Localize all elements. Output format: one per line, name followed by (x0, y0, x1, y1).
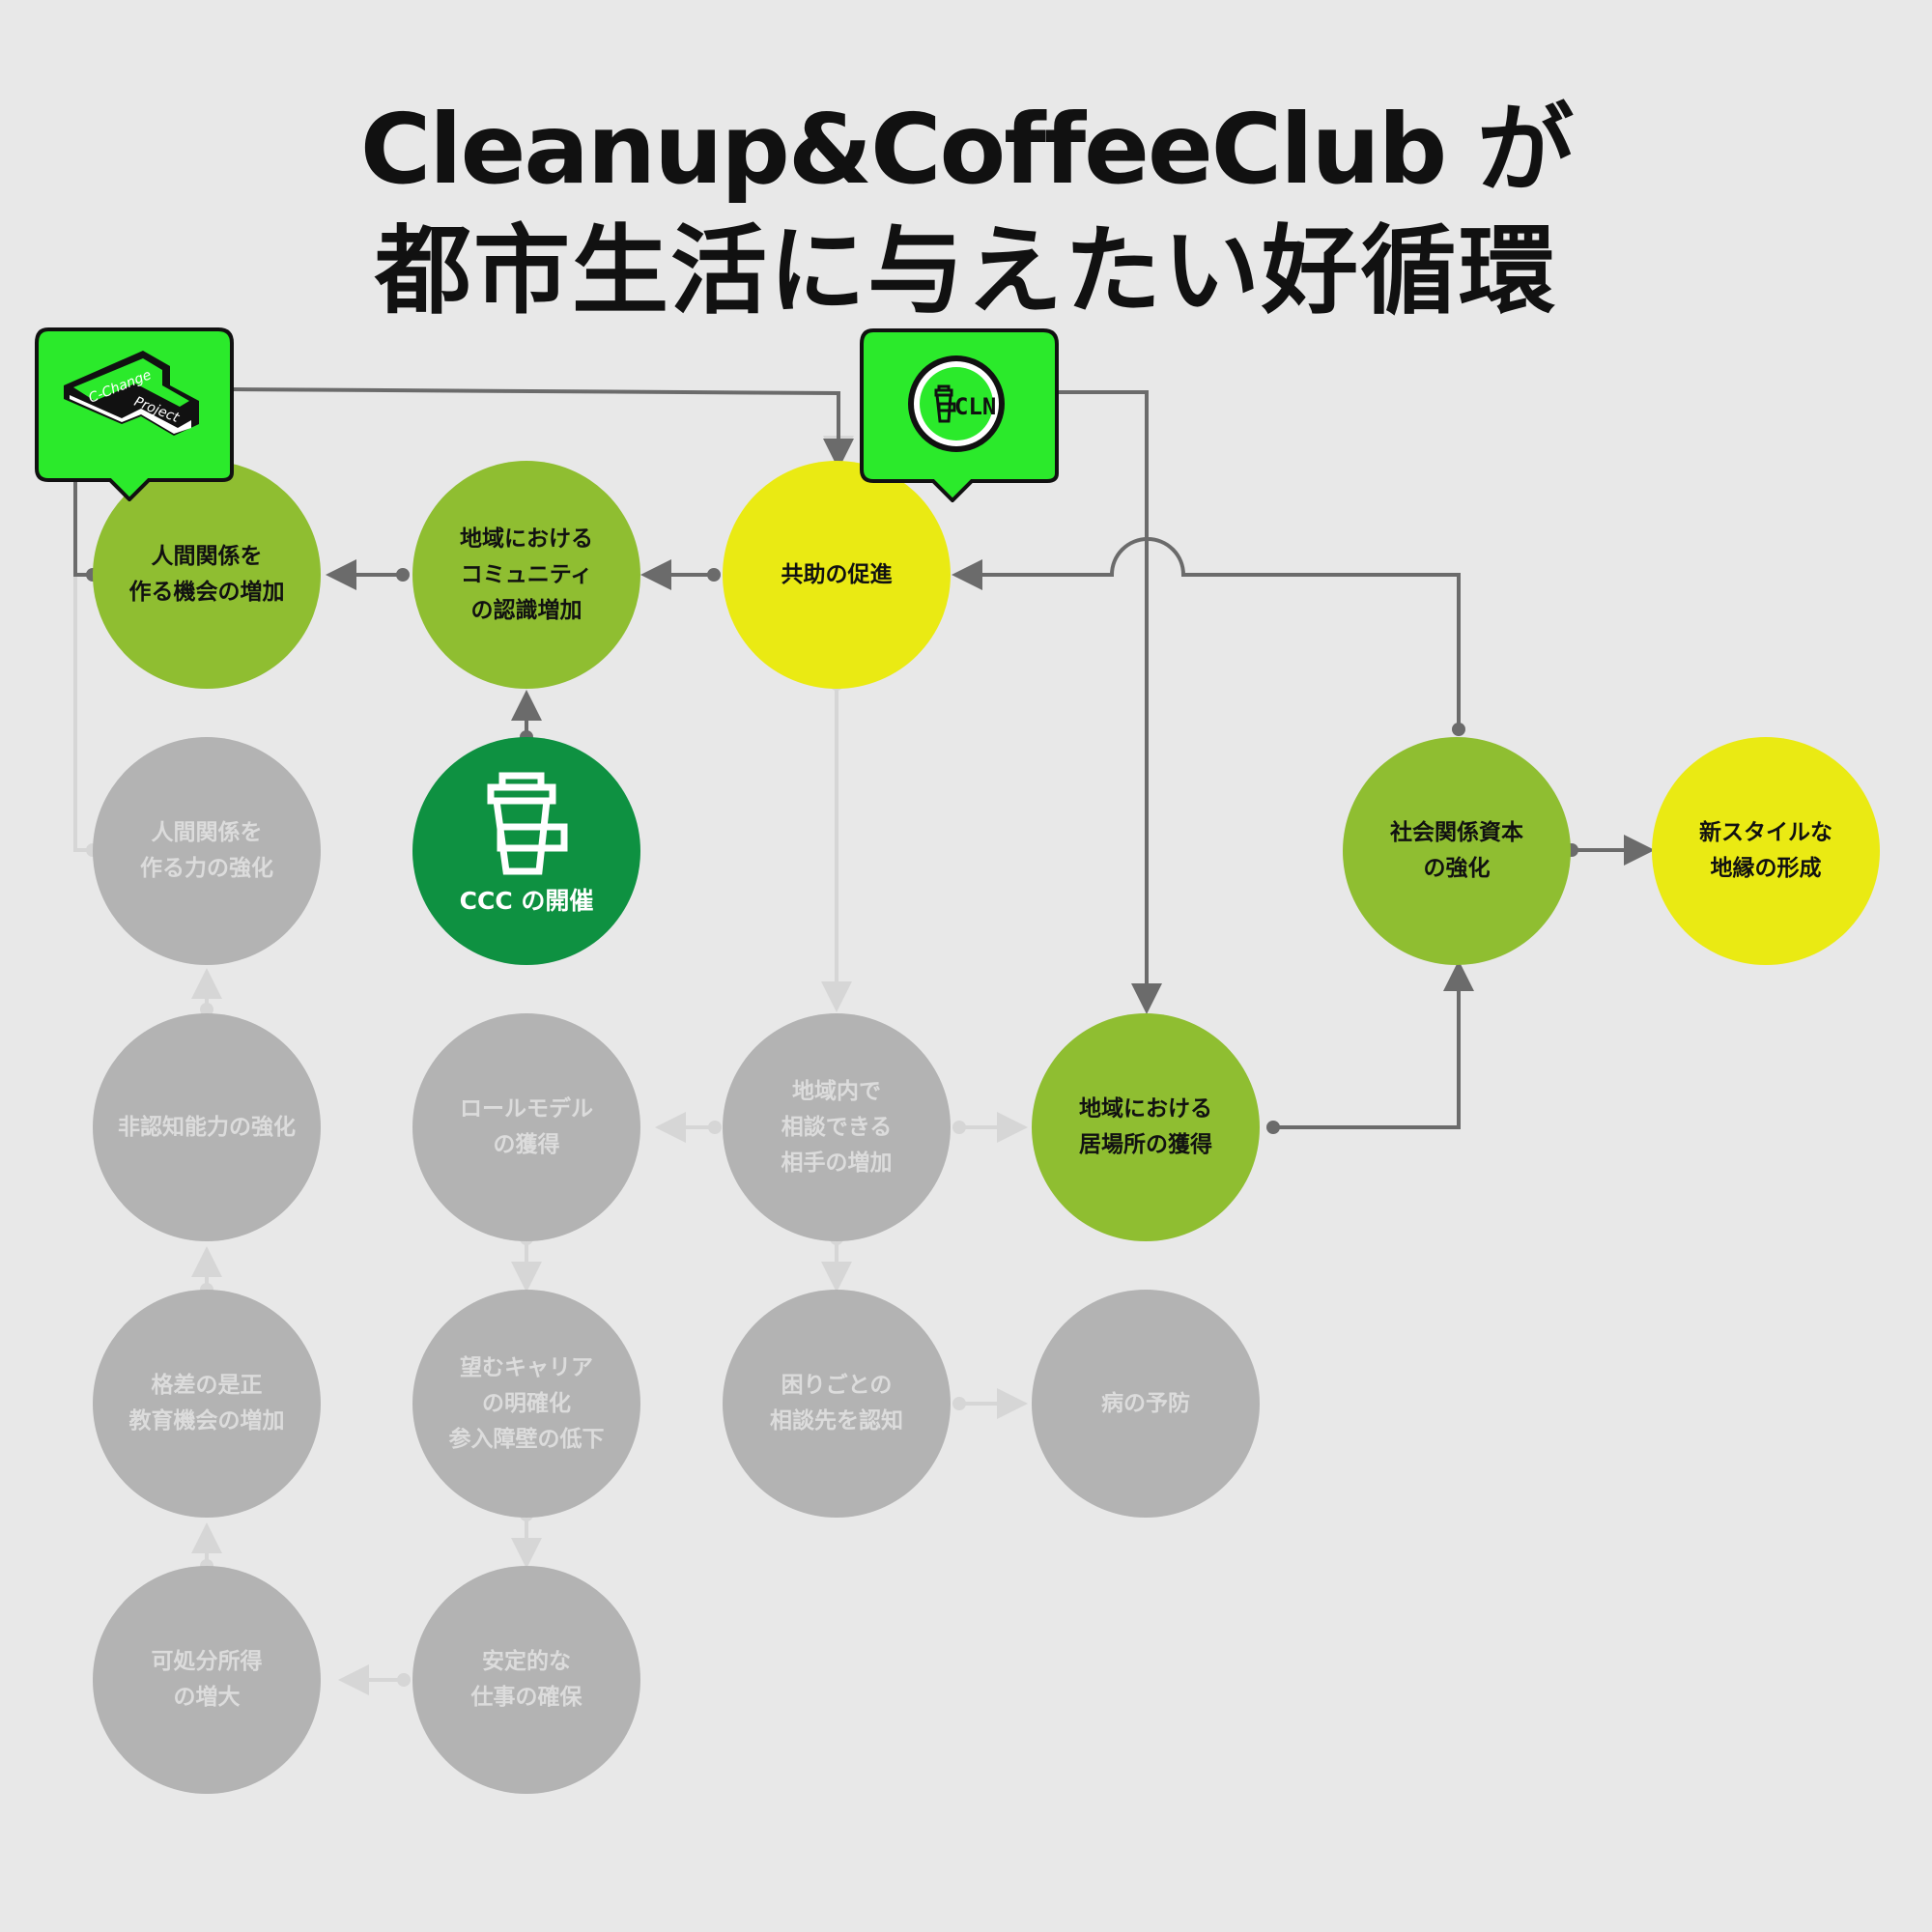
cln-logo-icon: CLN (908, 355, 1005, 452)
coffee-cup-icon (487, 772, 568, 875)
diagram-title: Cleanup&CoffeeClub が 都市生活に与えたい好循環 (0, 92, 1932, 329)
active-connectors (73, 387, 1655, 1129)
cchange-project-badge: C-Change Project (35, 327, 234, 501)
node-stable-work: 安定的な 仕事の確保 (412, 1566, 640, 1794)
connector-n6-to-n3 (952, 537, 1461, 729)
connector-badge-to-n5 (73, 473, 93, 852)
node-new-style-community: 新スタイルな 地縁の形成 (1652, 737, 1880, 965)
connector-cln-to-n11 (1056, 390, 1162, 1014)
inactive-connectors (73, 473, 1028, 1695)
node-ccc-event: CCC の開催 (412, 737, 640, 965)
node-mutual-aid: 共助の促進 (723, 461, 951, 689)
node-local-place: 地域における 居場所の獲得 (1032, 1013, 1260, 1241)
node-local-advisors: 地域内で 相談できる 相手の増加 (723, 1013, 951, 1241)
node-consultation-awareness: 困りごとの 相談先を認知 (723, 1290, 951, 1518)
title-line-1: Cleanup&CoffeeClub が (359, 93, 1574, 206)
node-relationship-skills: 人間関係を 作る力の強化 (93, 737, 321, 965)
node-noncognitive-skills: 非認知能力の強化 (93, 1013, 321, 1241)
node-social-capital: 社会関係資本 の強化 (1343, 737, 1571, 965)
node-inequality-correction: 格差の是正 教育機会の増加 (93, 1290, 321, 1518)
node-role-model: ロールモデル の獲得 (412, 1013, 640, 1241)
cln-badge: CLN (860, 328, 1059, 502)
node-career-clarity: 望むキャリア の明確化 参入障壁の低下 (412, 1290, 640, 1518)
connector-n11-to-n6 (1273, 960, 1474, 1129)
node-disposable-income: 可処分所得 の増大 (93, 1566, 321, 1794)
title-line-2: 都市生活に与えたい好循環 (375, 214, 1557, 327)
node-community-awareness: 地域における コミュニティ の認識増加 (412, 461, 640, 689)
svg-text:CLN: CLN (954, 393, 996, 420)
cchange-logo-icon: C-Change Project (64, 351, 199, 436)
ccc-label: CCC の開催 (459, 887, 594, 915)
connector-cchange-to-n3 (229, 387, 854, 467)
node-disease-prevention: 病の予防 (1032, 1290, 1260, 1518)
